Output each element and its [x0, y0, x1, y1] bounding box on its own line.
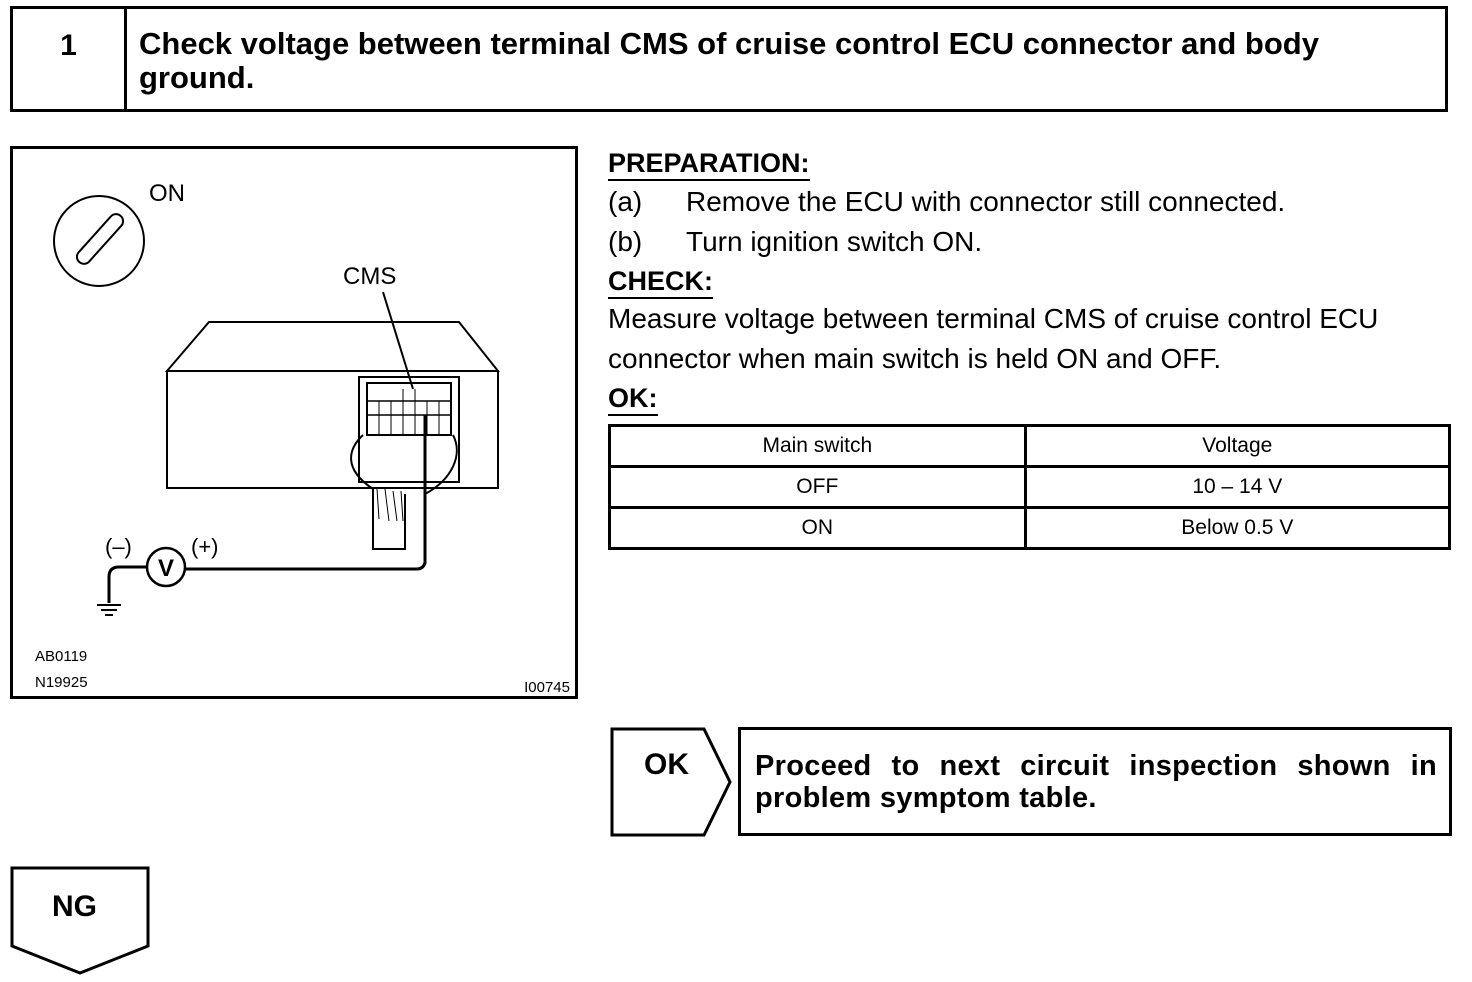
ignition-switch-icon — [53, 195, 145, 287]
preparation-heading: PREPARATION: — [608, 148, 810, 181]
ok-heading: OK: — [608, 383, 658, 416]
plus-label: (+) — [191, 534, 219, 559]
table-row: OFF 10 – 14 V — [608, 465, 1452, 509]
preparation-item-b: (b) Turn ignition switch ON. — [608, 225, 982, 259]
ecu-unit — [164, 321, 501, 489]
ref-code-2: N19925 — [35, 674, 88, 691]
ground-icon — [97, 604, 121, 616]
figure-code: I00745 — [524, 679, 570, 696]
ecu-connector-icon — [350, 376, 460, 550]
ecu-diagram: ON CMS — [35, 180, 570, 696]
column-header: Voltage — [1023, 424, 1452, 468]
cms-leader-line — [382, 291, 414, 390]
check-text-line-1: Measure voltage between terminal CMS of … — [608, 303, 1379, 334]
wiring-illustration: ON CMS — [10, 146, 578, 699]
table-cell: 10 – 14 V — [1023, 465, 1452, 509]
voltmeter-icon: V — [145, 546, 187, 588]
column-header: Main switch — [608, 424, 1027, 468]
probe-wire — [185, 415, 427, 571]
ok-result-label: OK — [644, 748, 689, 781]
ref-code-1: AB0119 — [35, 648, 87, 665]
check-text-line-2: connector when main switch is held ON an… — [608, 343, 1222, 374]
item-letter: (a) — [608, 186, 643, 217]
item-letter: (b) — [608, 226, 643, 257]
cms-terminal-label: CMS — [343, 263, 396, 290]
ok-spec-table: Main switch Voltage OFF 10 – 14 V ON Bel… — [608, 424, 1452, 550]
ng-arrow-shape — [10, 866, 150, 975]
table-header-row: Main switch Voltage — [608, 424, 1452, 468]
table-cell: ON — [608, 506, 1027, 550]
minus-label: (–) — [105, 534, 132, 559]
voltmeter-label: V — [158, 555, 174, 582]
ground-wire — [107, 565, 147, 603]
table-cell: Below 0.5 V — [1023, 506, 1452, 550]
step-header: 1 Check voltage between terminal CMS of … — [10, 6, 1448, 112]
table-row: ON Below 0.5 V — [608, 506, 1452, 550]
item-text: Turn ignition switch ON. — [686, 226, 983, 257]
check-heading: CHECK: — [608, 266, 713, 299]
ok-arrow-shape — [610, 727, 732, 837]
table-cell: OFF — [608, 465, 1027, 509]
step-number: 1 — [13, 9, 127, 109]
preparation-item-a: (a) Remove the ECU with connector still c… — [608, 185, 1285, 219]
ng-result-label: NG — [52, 890, 97, 923]
step-title: Check voltage between terminal CMS of cr… — [139, 26, 1319, 95]
item-text: Remove the ECU with connector still conn… — [686, 186, 1286, 217]
switch-on-label: ON — [149, 180, 185, 207]
ok-result-text: Proceed to next circuit inspection shown… — [738, 727, 1452, 836]
